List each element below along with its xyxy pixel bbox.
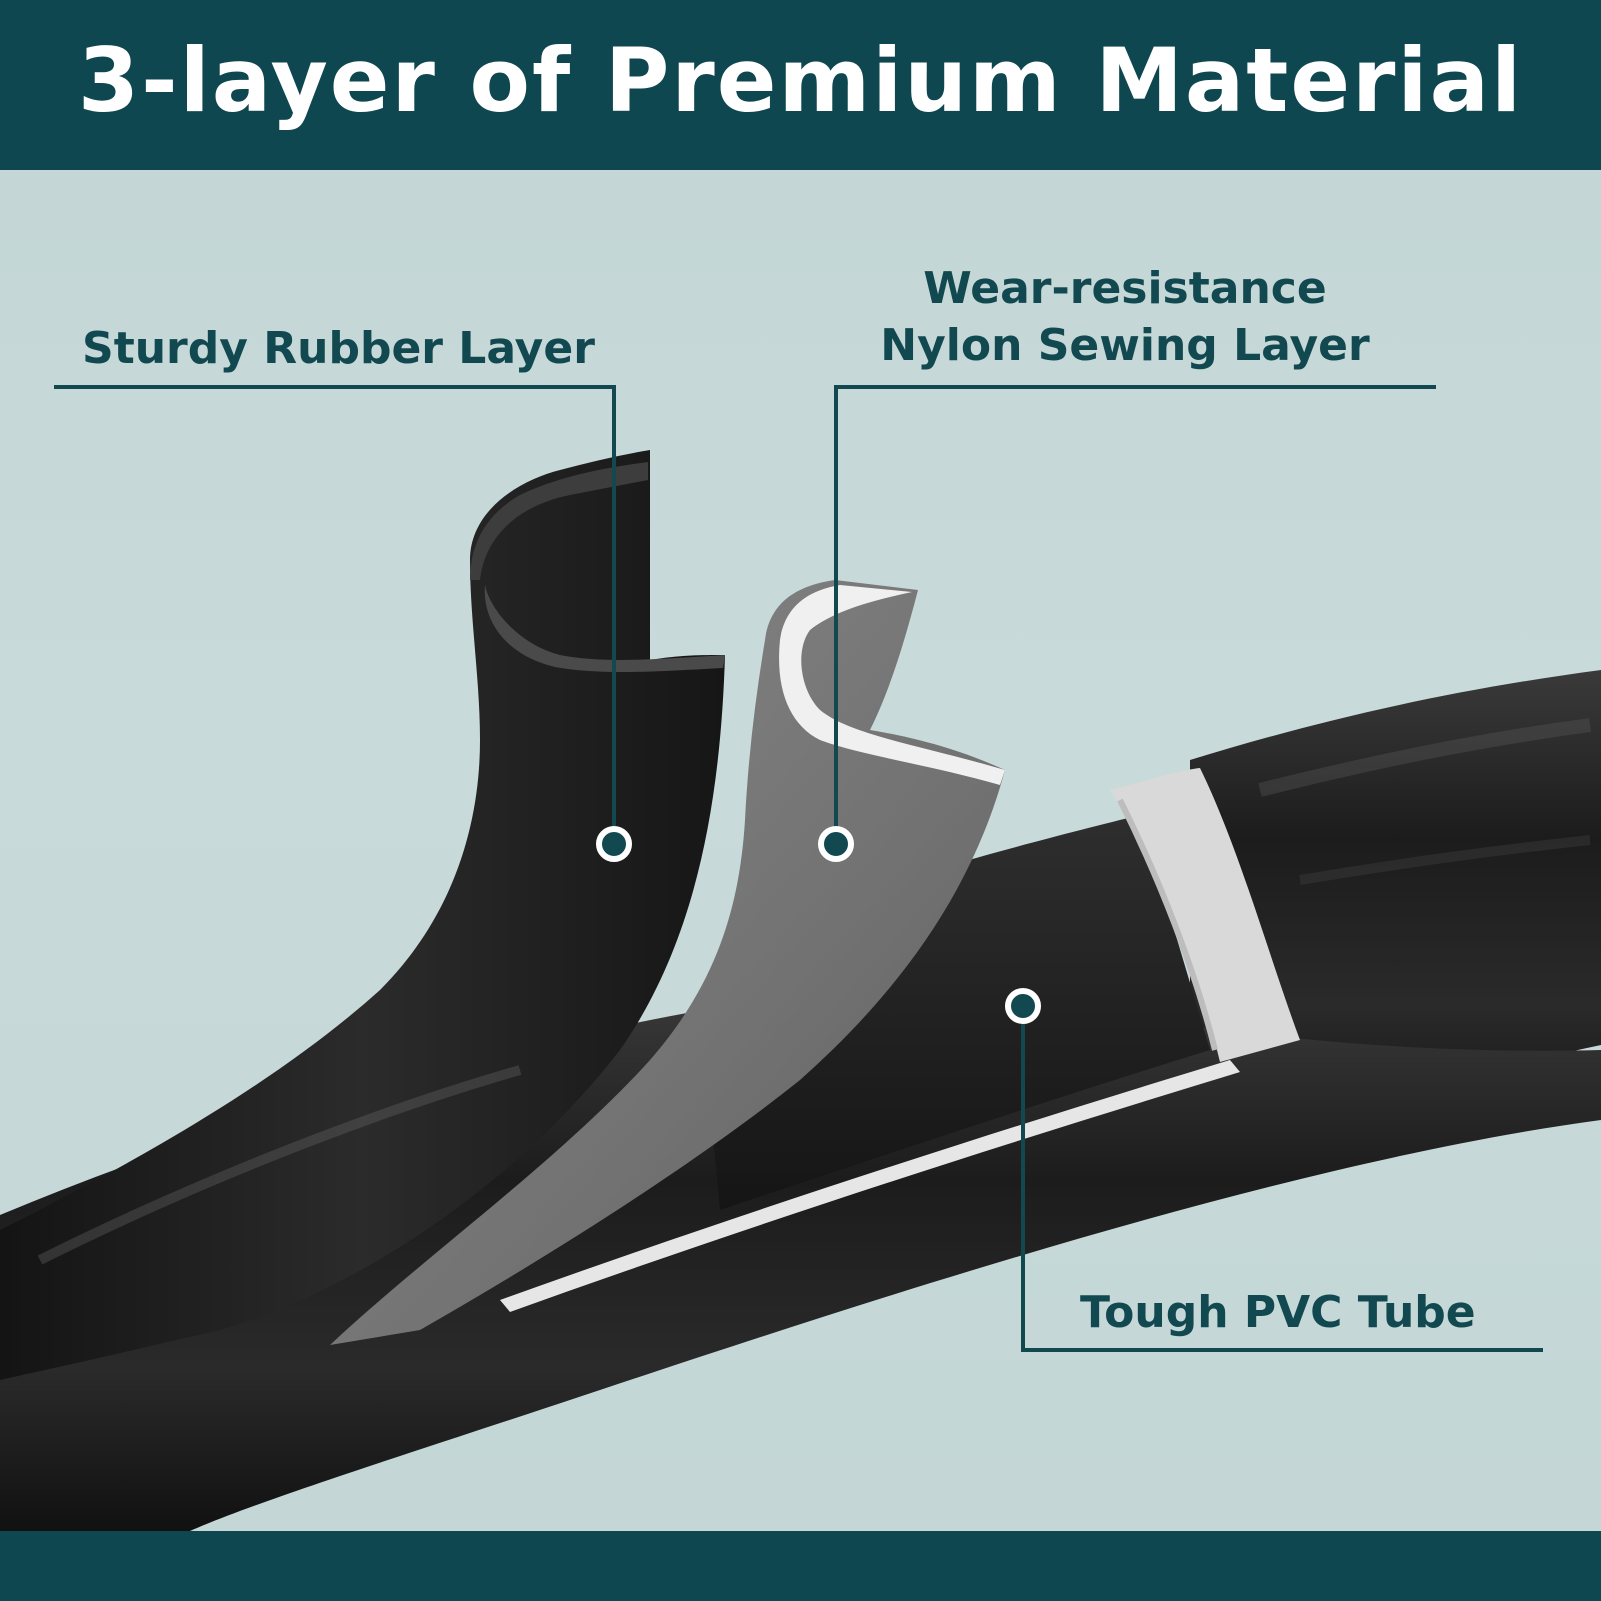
nylon-layer-label: Wear-resistance Nylon Sewing Layer <box>870 260 1380 374</box>
page-title: 3-layer of Premium Material <box>77 28 1524 132</box>
header-band: 3-layer of Premium Material <box>0 0 1601 170</box>
footer-band <box>0 1531 1601 1601</box>
nylon-label-line2: Nylon Sewing Layer <box>880 320 1370 372</box>
rubber-layer-label: Sturdy Rubber Layer <box>82 323 595 374</box>
pvc-tube <box>700 815 1210 1210</box>
pvc-tube-label: Tough PVC Tube <box>1080 1287 1476 1338</box>
nylon-label-line1: Wear-resistance <box>923 263 1327 314</box>
